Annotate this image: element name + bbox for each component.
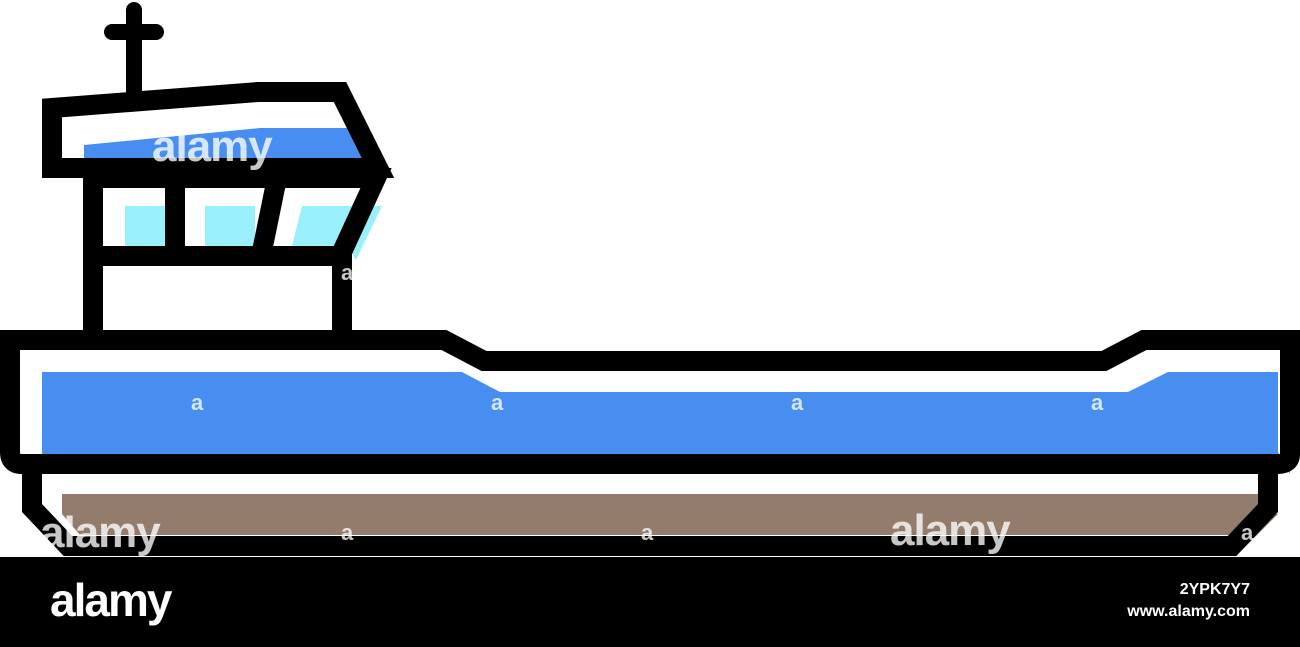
hull-band [42, 372, 1290, 474]
mast-icon [104, 2, 164, 106]
footer-logo: alamy [50, 574, 172, 626]
cargo-ship-illustration: alamy alamy alamy a a a a a a a a [0, 2, 1300, 557]
wheelhouse-frame [83, 168, 392, 340]
footer-info: 2YPK7Y7 www.alamy.com [1127, 579, 1250, 623]
hull-outline [0, 330, 1300, 474]
wheelhouse-roof [42, 82, 395, 178]
footer-bar: alamy 2YPK7Y7 www.alamy.com [0, 557, 1300, 647]
wheelhouse-windows [125, 206, 382, 260]
image-id: 2YPK7Y7 [1179, 581, 1250, 598]
keel [22, 466, 1278, 556]
site-url: www.alamy.com [1127, 603, 1250, 620]
